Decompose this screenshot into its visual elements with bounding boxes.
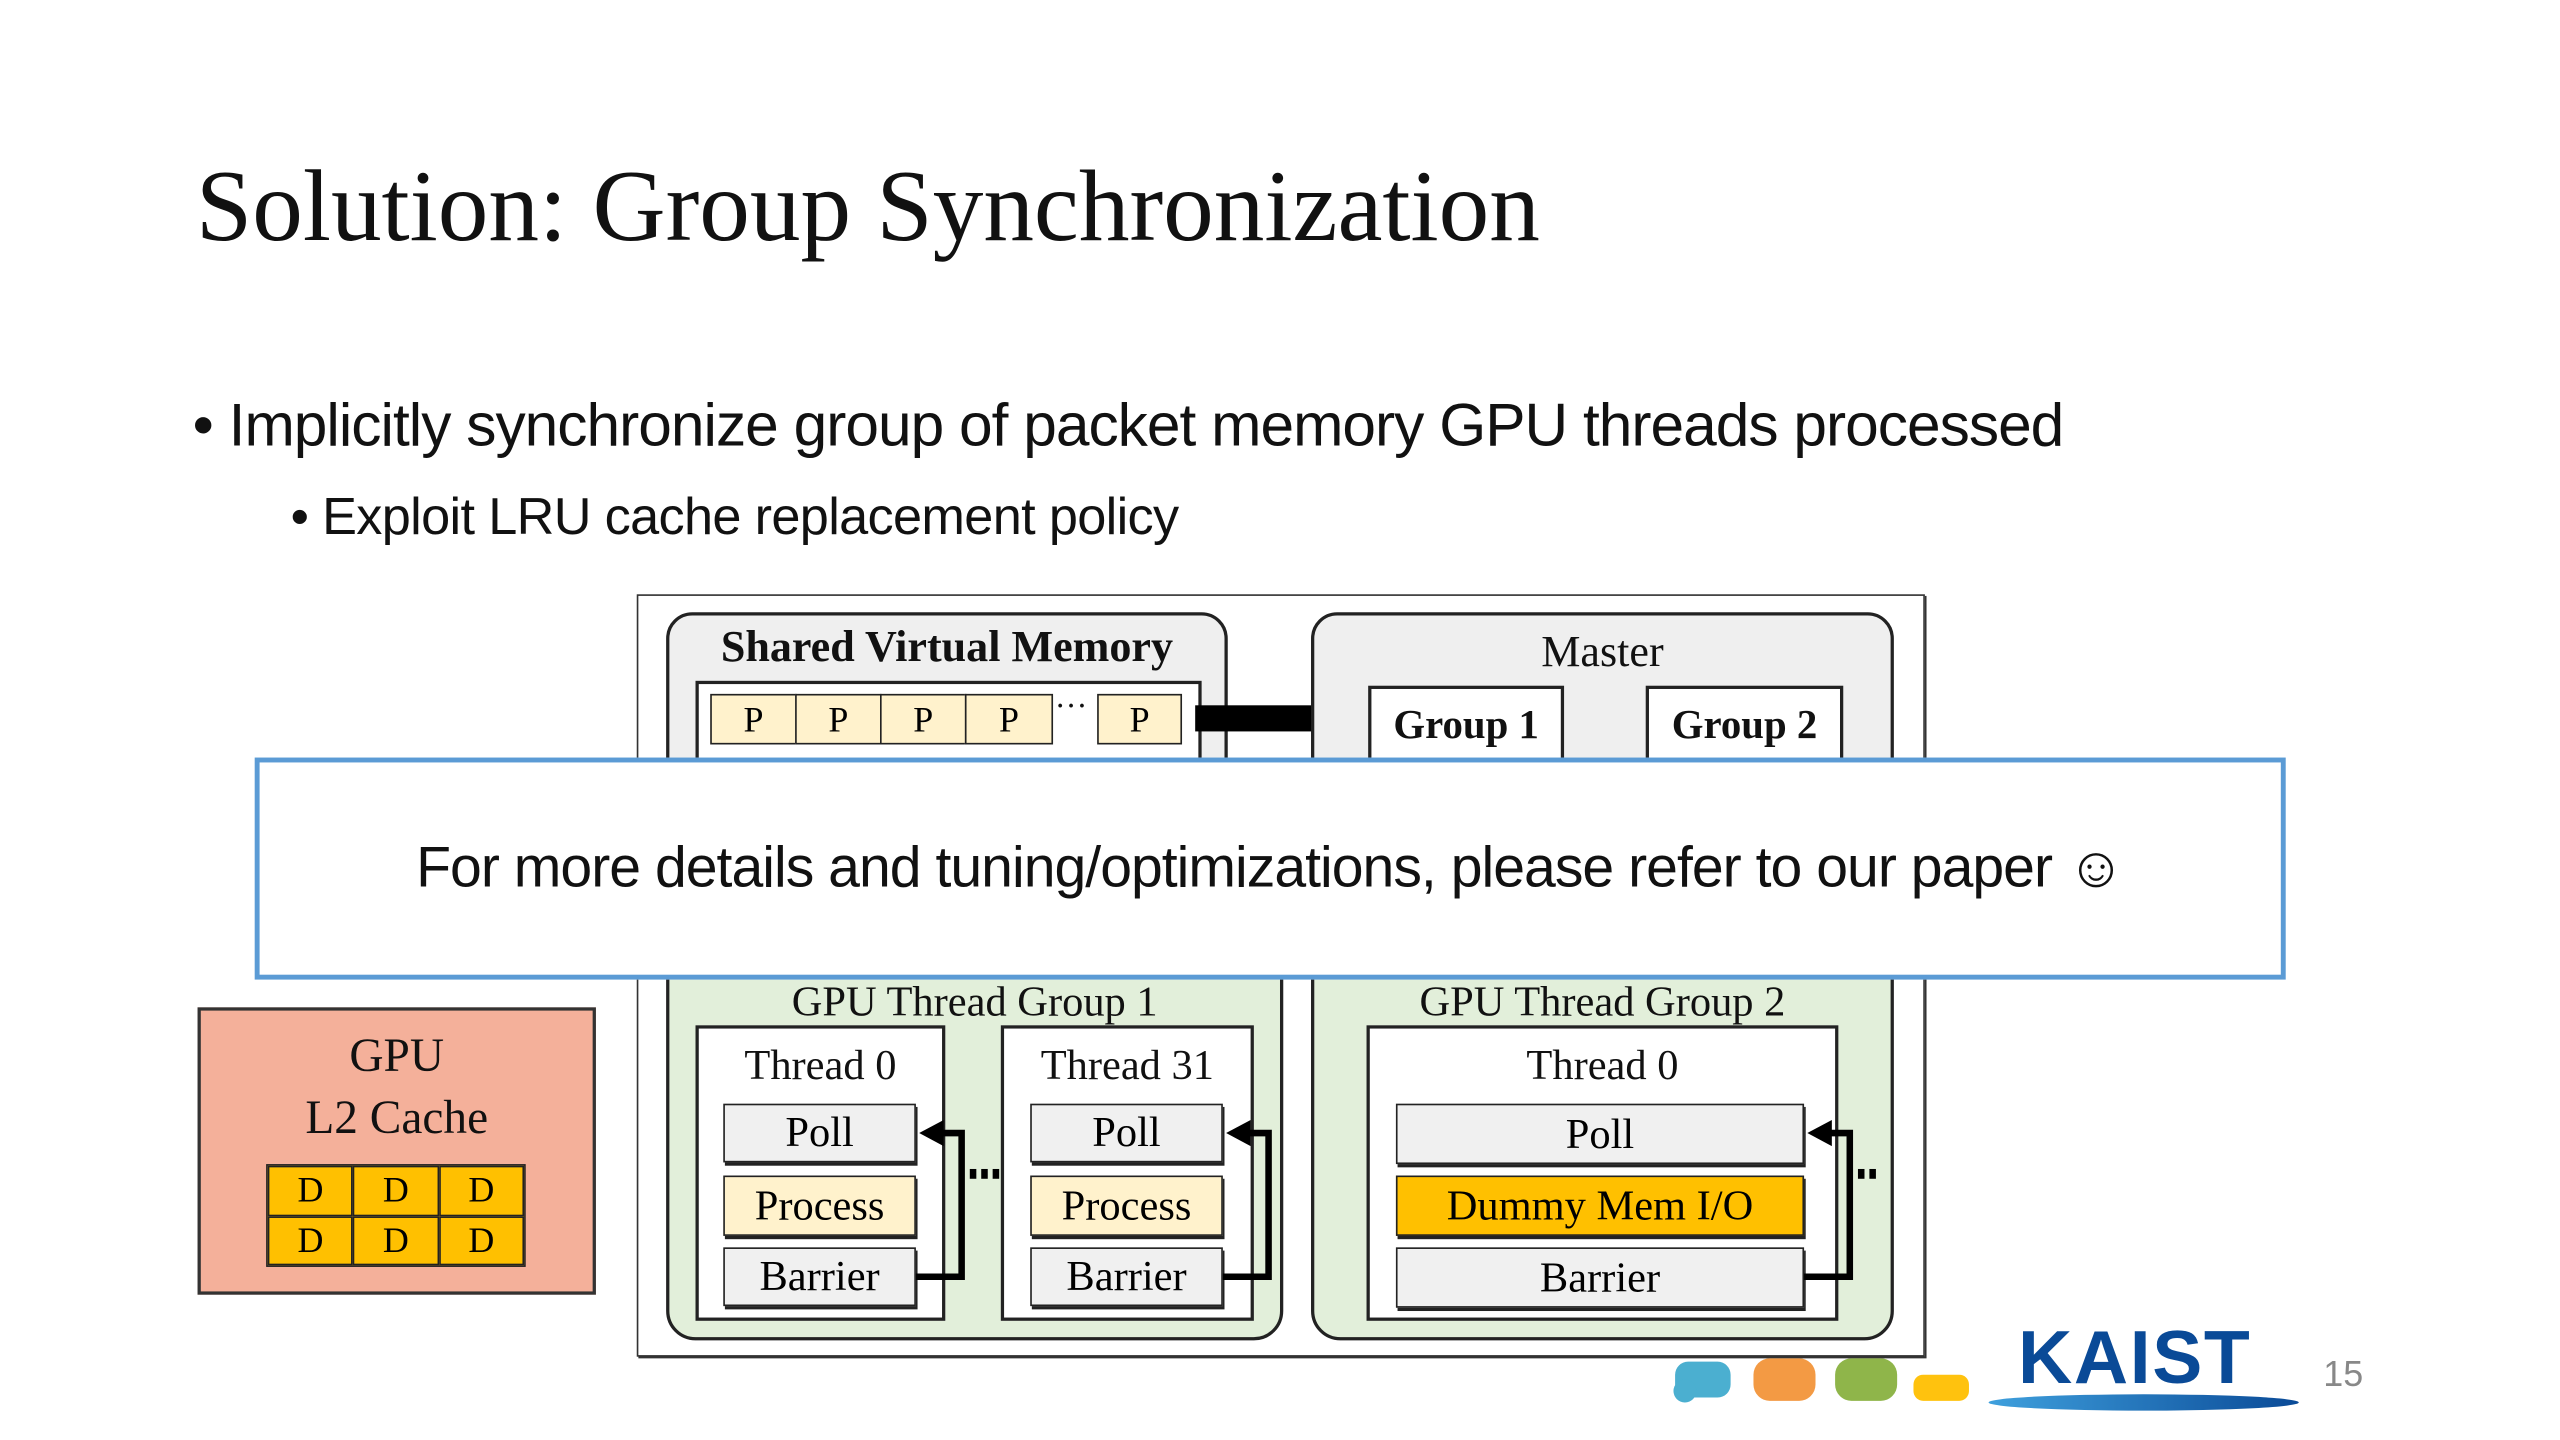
master-group-1: Group 1 [1368,685,1565,768]
packet-ellipsis: ··· [1054,688,1088,725]
cache-cell: D [353,1165,439,1216]
step-barrier: Barrier [723,1247,916,1307]
cache-cell: D [353,1215,439,1266]
kaist-logotype: KAIST [2017,1314,2252,1400]
step-barrier: Barrier [1030,1247,1223,1307]
step-dummy-mem-io: Dummy Mem I/O [1395,1175,1805,1236]
bullet-2-text: Exploit LRU cache replacement policy [322,486,1179,546]
master-group-2: Group 2 [1645,685,1844,768]
cache-cell: D [267,1165,354,1216]
slide-title: Solution: Group Synchronization [195,151,1540,263]
page-number: 15 [2323,1353,2364,1395]
step-process: Process [723,1175,916,1236]
cache-title-line-2: L2 Cache [305,1092,489,1145]
cache-grid: D D D D D D [266,1164,526,1267]
step-barrier: Barrier [1395,1247,1805,1308]
thread-group-2-label: GPU Thread Group 2 [1419,977,1786,1026]
ndsl-logo [1673,1358,1969,1403]
cache-cell: D [267,1215,354,1266]
step-poll: Poll [723,1103,916,1163]
step-poll: Poll [1395,1103,1805,1165]
bullet-1: • Implicitly synchronize group of packet… [192,391,2065,459]
bullet-1-text: Implicitly synchronize group of packet m… [228,391,2065,459]
step-poll: Poll [1030,1103,1223,1163]
cache-title-line-1: GPU [349,1030,445,1083]
master-title: Master [1541,626,1664,676]
bullet-2: • Exploit LRU cache replacement policy [290,486,1180,546]
packet-cell: P [964,693,1054,745]
cache-cell: D [438,1215,525,1266]
thread-name: Thread 0 [744,1041,897,1089]
step-process: Process [1030,1175,1223,1236]
kaist-logo: KAIST [1988,1313,2299,1417]
thread-name: Thread 31 [1040,1041,1214,1089]
callout-box: For more details and tuning/optimization… [254,757,2286,980]
callout-text: For more details and tuning/optimization… [416,835,2125,900]
shared-memory-title: Shared Virtual Memory [720,622,1174,672]
cache-cell: D [438,1165,525,1216]
packet-cell: P [795,693,882,745]
thread-name: Thread 0 [1526,1041,1679,1089]
kaist-swoosh [1988,1394,2299,1411]
packet-cell: P [1097,693,1183,745]
thread-group-1-label: GPU Thread Group 1 [791,977,1158,1026]
